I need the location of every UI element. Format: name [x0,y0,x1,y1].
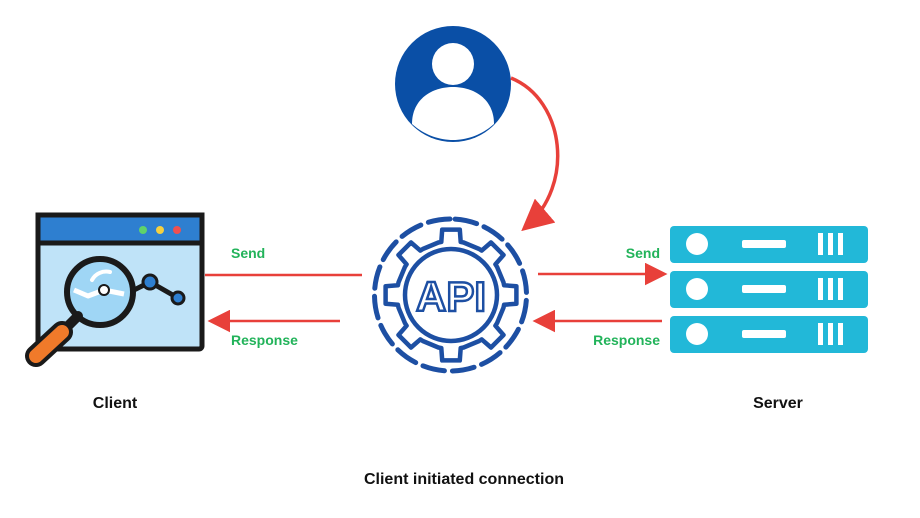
user-avatar-icon [395,26,511,142]
client-response-label: Response [231,332,298,348]
api-gear-icon: API [372,216,529,374]
client-label: Client [93,395,138,412]
server-send-label: Send [626,245,660,261]
gear-outline [383,227,519,363]
server-unit [670,226,868,263]
server-rack-icon [670,226,868,353]
browser-analytics-icon [25,212,205,367]
diagram-caption: Client initiated connection [364,471,564,488]
user-to-api-arrow [510,76,560,232]
server-response-label: Response [593,332,660,348]
client-send-label: Send [231,245,265,261]
server-label: Server [753,395,803,412]
server-unit [670,271,868,308]
server-unit [670,316,868,353]
api-label: API [416,273,486,320]
